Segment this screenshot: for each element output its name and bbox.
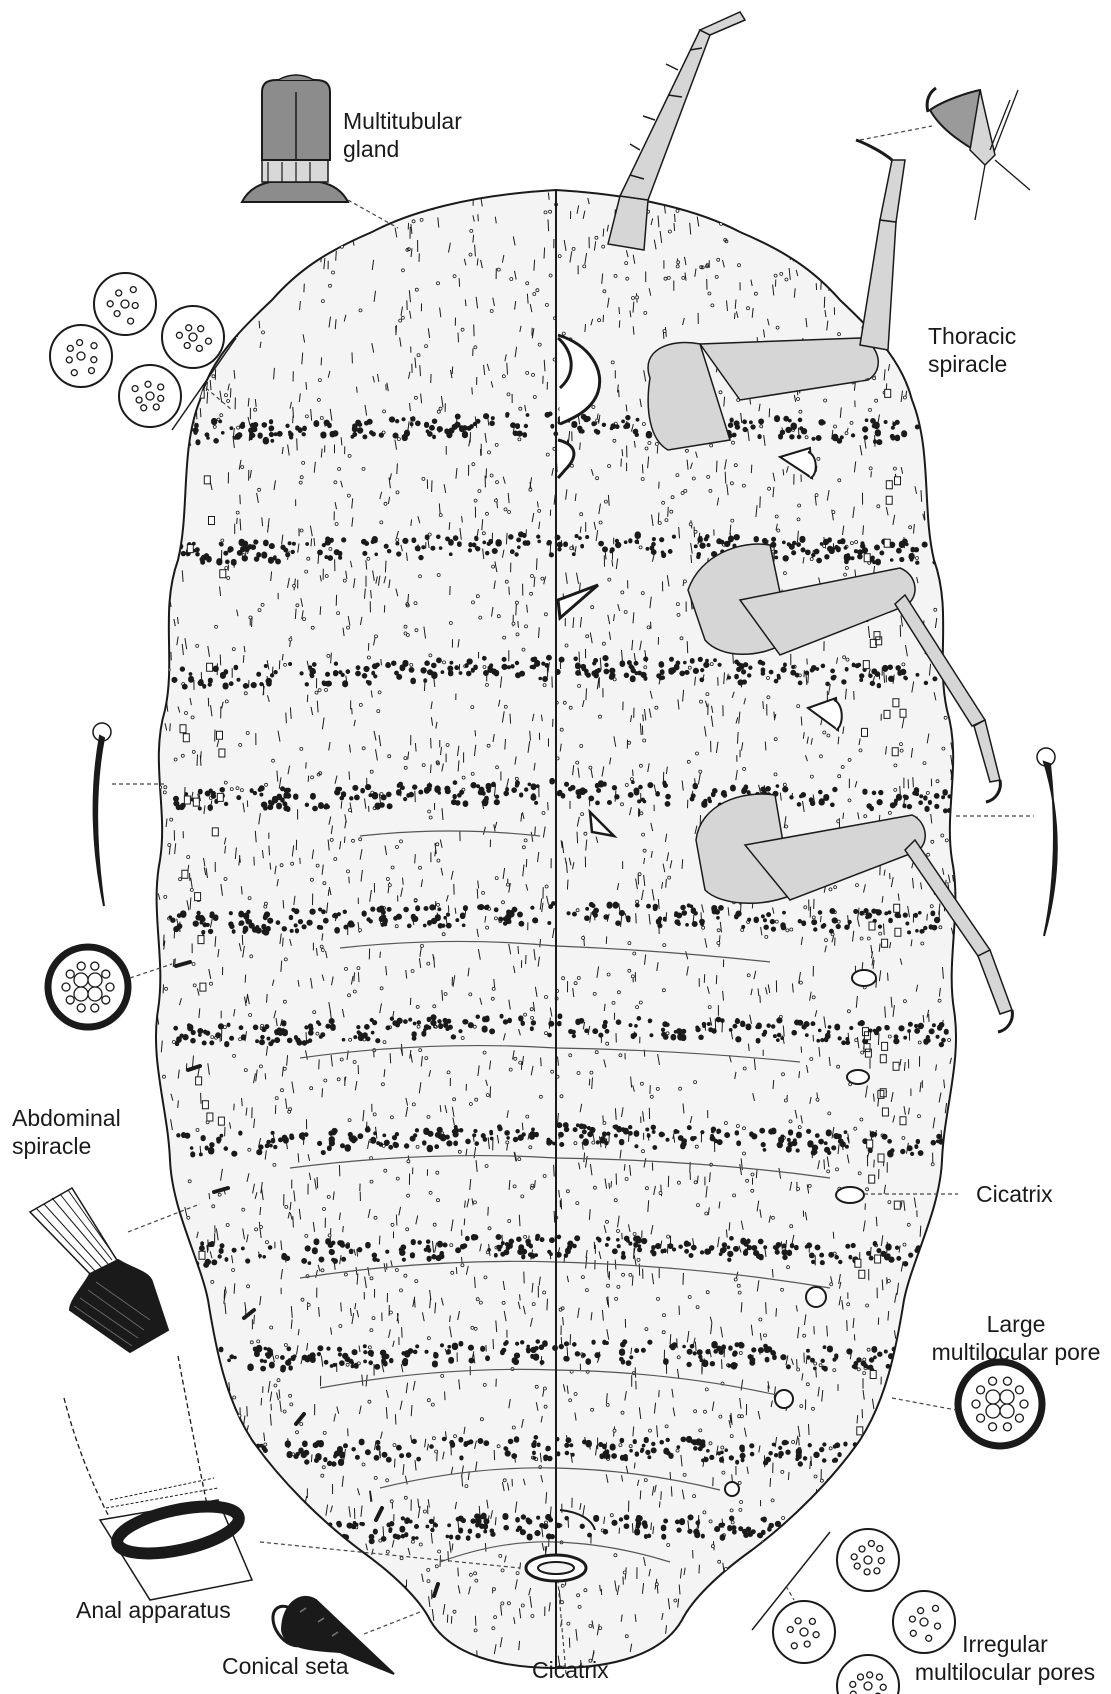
label-abdominal-spiracle: Abdominal spiracle	[12, 1104, 121, 1160]
label-cicatrix-bottom: Cicatrix	[532, 1656, 609, 1684]
label-multitubular-gland: Multitubular gland	[343, 107, 462, 163]
label-conical-seta: Conical seta	[222, 1652, 349, 1680]
right-seta-callout	[956, 748, 1057, 936]
abdominal-spiracle-callout	[30, 1188, 200, 1352]
label-anal-apparatus: Anal apparatus	[76, 1596, 231, 1624]
label-cicatrix-side: Cicatrix	[976, 1180, 1053, 1208]
label-large-multilocular-pore: Large multilocular pore	[922, 1310, 1110, 1366]
label-irregular-multilocular-pores: Irregular multilocular pores	[900, 1630, 1110, 1686]
label-thoracic-spiracle: Thoracic spiracle	[928, 322, 1016, 378]
left-seta-callout	[93, 723, 164, 906]
